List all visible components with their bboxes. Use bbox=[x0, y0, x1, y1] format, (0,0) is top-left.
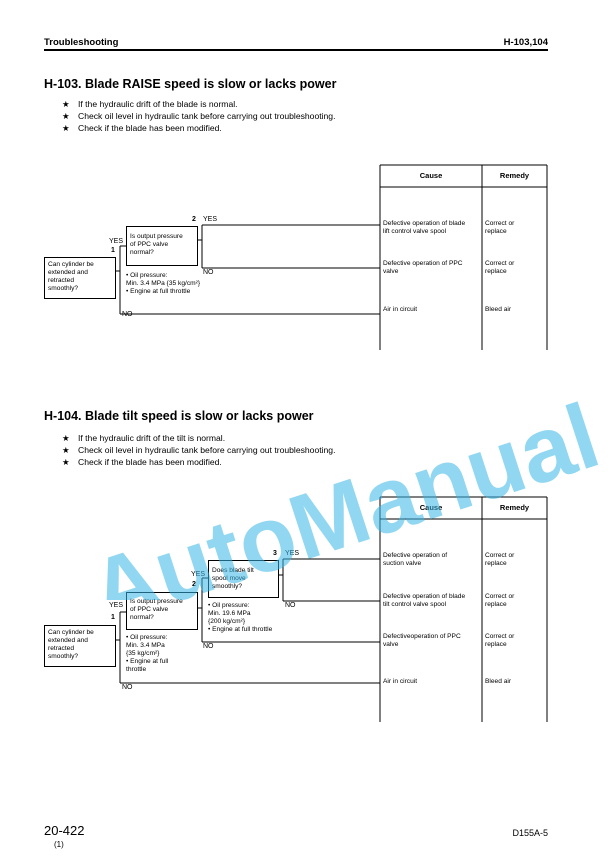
h104-node-1-box: Can cylinder be extended and retracted s… bbox=[44, 625, 116, 667]
h103-no-label: NO bbox=[203, 269, 214, 276]
h104-node-3-number: 3 bbox=[273, 550, 277, 557]
h104-yes-label: YES bbox=[109, 602, 124, 609]
h103-bullets: ★If the hydraulic drift of the blade is … bbox=[62, 98, 335, 134]
h104-yes-label: YES bbox=[191, 571, 206, 578]
h103-title: H-103. Blade RAISE speed is slow or lack… bbox=[44, 77, 337, 91]
h104-no-label: NO bbox=[122, 684, 133, 691]
h104-node-2-number: 2 bbox=[192, 581, 196, 588]
h103-node-2-number: 2 bbox=[192, 216, 196, 223]
h104-title: H-104. Blade tilt speed is slow or lacks… bbox=[44, 409, 314, 423]
h104-node-3-question: Does blade tilt spool move smoothly? bbox=[212, 567, 254, 590]
h104-remedy-header: Remedy bbox=[499, 503, 530, 512]
h104-node-3-conditions: • Oil pressure: Min. 19.6 MPa {200 kg/cm… bbox=[208, 602, 273, 633]
h103-node-2-box: Is output pressure of PPC valve normal? bbox=[126, 226, 198, 266]
h104-no-label: NO bbox=[285, 602, 296, 609]
h103-cause-3: Air in circuit bbox=[383, 306, 418, 313]
h104-cause-header: Cause bbox=[419, 503, 443, 512]
footer-page-sub: (1) bbox=[54, 840, 64, 849]
h104-bullet: ★If the hydraulic drift of the tilt is n… bbox=[62, 433, 226, 443]
h103-node-2-question: Is output pressure of PPC valve normal? bbox=[130, 233, 183, 256]
h104-node-2-conditions: • Oil pressure: Min. 3.4 MPa {35 kg/cm²}… bbox=[126, 634, 169, 673]
h104-yes-label: YES bbox=[285, 550, 300, 557]
footer-page-number: 20-422 bbox=[44, 823, 85, 838]
h104-no-label: NO bbox=[203, 643, 214, 650]
h104-bullets: ★If the hydraulic drift of the tilt is n… bbox=[62, 432, 335, 468]
h104-bullet: ★Check oil level in hydraulic tank befor… bbox=[62, 445, 336, 455]
h104-node-2-question: Is output pressure of PPC valve normal? bbox=[130, 598, 183, 621]
h103-yes-label: YES bbox=[109, 238, 124, 245]
h104-bullet: ★Check if the blade has been modified. bbox=[62, 457, 222, 467]
h103-node-1-number: 1 bbox=[111, 247, 115, 254]
h103-cause-header: Cause bbox=[419, 171, 443, 180]
h103-bullet: ★Check if the blade has been modified. bbox=[62, 123, 222, 133]
h103-node-1-box: Can cylinder be extended and retracted s… bbox=[44, 257, 116, 299]
h103-remedy-3: Bleed air bbox=[485, 306, 512, 313]
star-icon: ★ bbox=[62, 99, 70, 109]
header-section-title: Troubleshooting bbox=[44, 37, 119, 48]
star-icon: ★ bbox=[62, 433, 70, 443]
h103-yes-label: YES bbox=[203, 216, 218, 223]
star-icon: ★ bbox=[62, 445, 70, 455]
h103-no-label: NO bbox=[122, 311, 133, 318]
h103-node-2-conditions: • Oil pressure: Min. 3.4 MPa {35 kg/cm²}… bbox=[126, 272, 201, 295]
h103-node-1-question: Can cylinder be extended and retracted s… bbox=[48, 261, 94, 292]
h103-bullet: ★Check oil level in hydraulic tank befor… bbox=[62, 111, 336, 121]
star-icon: ★ bbox=[62, 111, 70, 121]
h104-cause-4: Air in circuit bbox=[383, 678, 418, 685]
h104-node-1-number: 1 bbox=[111, 614, 115, 621]
star-icon: ★ bbox=[62, 457, 70, 467]
header-page-code: H-103,104 bbox=[503, 37, 548, 48]
h104-remedy-4: Bleed air bbox=[485, 678, 512, 685]
h104-node-3-box: Does blade tilt spool move smoothly? bbox=[208, 560, 279, 598]
h104-node-1-question: Can cylinder be extended and retracted s… bbox=[48, 629, 94, 660]
h104-node-2-box: Is output pressure of PPC valve normal? bbox=[126, 592, 198, 630]
footer-model: D155A-5 bbox=[512, 828, 548, 838]
h103-remedy-header: Remedy bbox=[499, 171, 530, 180]
header-rule bbox=[44, 49, 548, 51]
star-icon: ★ bbox=[62, 123, 70, 133]
h103-bullet: ★If the hydraulic drift of the blade is … bbox=[62, 99, 238, 109]
